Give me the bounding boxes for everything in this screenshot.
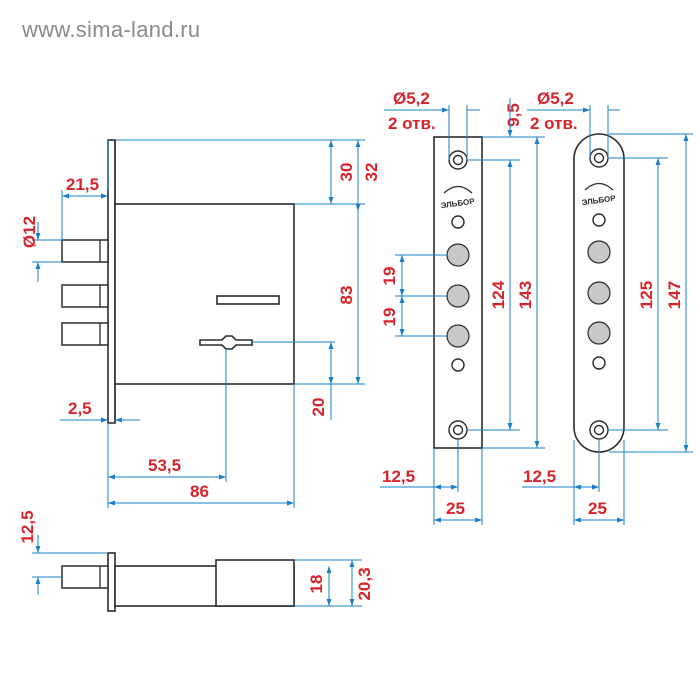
dim-bolt-offset: 12,5 [18,510,37,543]
strike-square-bolt-hole [446,324,470,348]
strike-square-bolt-hole [446,284,470,308]
dim-hole-count-left: 2 отв. [388,114,436,133]
bolt-top [61,239,109,263]
bottom-faceplate [107,552,116,612]
strike-square-bolt-hole [446,243,470,267]
bottom-dimensions: 12,5 18 20,3 [18,510,374,607]
strike-round-bolt-hole [587,240,611,264]
dim-top-offset: 9,5 [504,103,523,127]
faceplate [107,139,116,424]
lock-front-view [61,139,295,424]
dim-top-offset-a: 30 [337,163,356,182]
dim-center-offset-right: 12,5 [523,467,556,486]
keyhole [199,335,253,350]
dim-bolt-dia: Ø12 [20,216,39,248]
bolt-bottom [61,322,109,346]
dim-overall-depth: 20,3 [355,567,374,600]
dim-center-offset-left: 12,5 [382,467,415,486]
dim-overall-height-right: 147 [665,281,684,309]
dim-backset: 53,5 [148,456,181,475]
lock-body [114,203,295,385]
bottom-body-step [215,559,295,607]
dim-plate-thickness: 2,5 [68,399,92,418]
dim-keyhole-offset: 20 [309,398,328,417]
strike-round-bolt-hole [587,281,611,305]
bolt-middle [61,284,109,308]
strike-square-dimensions: Ø5,2 2 отв. 9,5 124 143 19 19 12,5 [380,89,545,525]
dim-top-offset-b: 32 [362,163,381,182]
dim-hole-spacing-left: 124 [489,280,508,309]
dim-hole-dia-right: Ø5,2 [537,89,574,108]
watermark-text: www.sima-land.ru [22,17,201,42]
strike-plate-round: ЭЛЬБОР [573,133,625,453]
dim-bolt-pitch-2: 19 [380,308,399,327]
latch-slot [216,295,280,305]
dim-hole-count-right: 2 отв. [530,114,578,133]
lock-bottom-view [61,552,295,612]
front-dimensions: Ø12 21,5 2,5 53,5 86 30 32 83 [20,139,381,508]
strike-round-bolt-hole [587,321,611,345]
dim-bolt-projection: 21,5 [66,175,99,194]
dim-bolt-pitch-1: 19 [380,267,399,286]
dim-hole-dia-left: Ø5,2 [393,89,430,108]
strike-round-dimensions: Ø5,2 2 отв. 125 147 12,5 25 [522,89,693,525]
bottom-bolt [61,565,109,589]
dim-width-left: 25 [446,499,465,518]
dim-body-depth: 18 [307,575,326,594]
dim-hole-spacing-right: 125 [637,281,656,309]
dim-overall-height-left: 143 [516,281,535,309]
dim-body-height: 83 [337,286,356,305]
strike-plate-square: ЭЛЬБОР [433,136,483,449]
dim-body-width: 86 [190,482,209,501]
dim-width-right: 25 [588,499,607,518]
